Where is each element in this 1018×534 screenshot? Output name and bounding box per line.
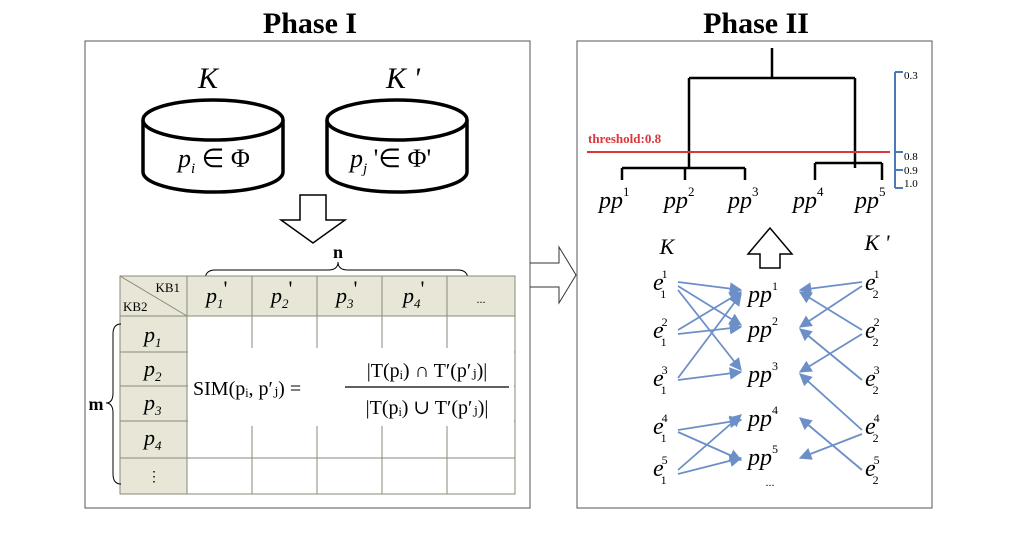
entity-links [677,281,863,475]
kb-right-cylinder [325,98,469,194]
threshold-label: threshold:0.8 [588,131,662,146]
col-header-1: p1' [204,276,228,311]
row-header-3: p3 [142,390,162,418]
scale-label-0.8: 0.8 [904,151,918,163]
middle-nodes: pp1 pp2 pp3 pp4 pp5 ... [746,279,778,489]
phase2-panel [576,40,933,509]
node-pp3: pp3 [746,359,778,388]
similarity-scale [894,71,903,189]
kb-left-label: K [197,62,220,95]
node-pp4: pp4 [746,403,778,432]
node-pp1: pp1 [746,279,778,308]
col-header-4: p4' [401,276,425,311]
leaf-pp5: pp5 [853,184,886,214]
scale-label-0.9: 0.9 [904,165,918,177]
scale-label-1.0: 1.0 [904,178,918,190]
col-header-more: ... [477,292,486,306]
col-header-3: p3' [334,276,358,311]
phase1-panel [84,40,531,509]
kb-right-content: pj '∈ Φ' [348,144,431,177]
phase2-kb-left-label: K [659,234,676,259]
row-header-1: p1 [142,322,162,350]
phase-transition-arrow-icon [530,245,577,305]
dendrogram-leaves: pp1 pp2 pp3 pp4 pp5 [597,184,886,214]
leaf-pp1: pp1 [597,184,630,214]
corner-header-kb2: KB2 [123,299,148,314]
similarity-table [119,275,516,495]
n-brace [204,261,469,281]
similarity-formula: SIM(pᵢ, p′ⱼ) = |T(pᵢ) ∩ T′(p′ⱼ)| |T(pᵢ) … [193,360,509,419]
phase1-title: Phase I [263,7,357,40]
kb-left-cylinder [141,98,285,194]
phase2-title: Phase II [703,7,809,40]
phase2-kb-right-label: K ' [864,230,890,255]
dendrogram [620,48,884,180]
n-label: n [333,242,343,262]
corner-header-kb1: KB1 [155,280,180,295]
node-more: ... [766,475,775,489]
scale-label-0.3: 0.3 [904,70,918,82]
col-header-2: p2' [269,276,293,311]
kb-right-label: K ' [385,62,421,95]
row-header-4: p4 [142,425,162,453]
formula-denominator: |T(pᵢ) ∪ T′(p′ⱼ)| [366,397,489,419]
down-arrow-icon [278,194,348,244]
leaf-pp4: pp4 [791,184,824,214]
m-brace [105,323,122,485]
leaf-pp2: pp2 [662,184,695,214]
up-arrow-icon [746,226,794,269]
node-pp2: pp2 [746,314,778,343]
table-row-headers: p1 p2 p3 p4 ⋮ [142,322,162,485]
m-label: m [89,394,104,414]
formula-lhs: SIM(pᵢ, p′ⱼ) = [193,378,301,400]
leaf-pp3: pp3 [726,184,759,214]
kb-left-content: pi ∈ Φ [176,144,250,177]
formula-numerator: |T(pᵢ) ∩ T′(p′ⱼ)| [367,360,487,382]
row-header-2: p2 [142,356,162,384]
table-col-headers: p1' p2' p3' p4' ... [204,276,486,311]
row-header-more: ⋮ [147,470,161,485]
node-pp5: pp5 [746,442,778,471]
